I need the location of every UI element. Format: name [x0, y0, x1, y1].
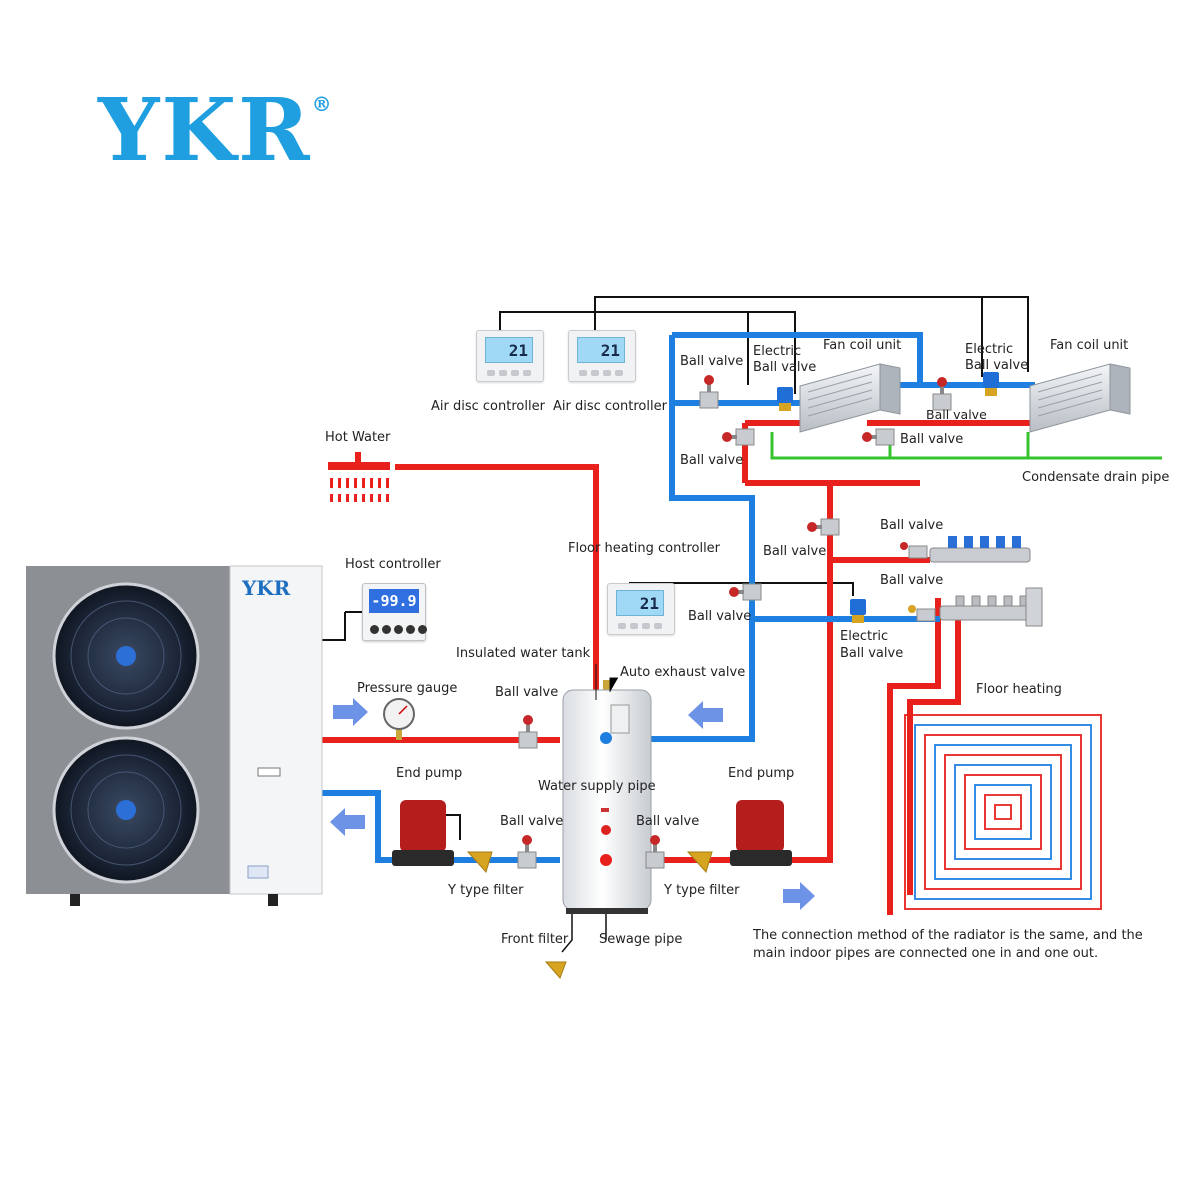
heat-pump-unit — [26, 565, 323, 906]
label-ball-valve: Ball valve — [680, 354, 744, 369]
thermostat-display: 21 — [577, 337, 625, 363]
electric-ball-valves — [777, 372, 999, 623]
floor-heating-manifolds — [929, 536, 1043, 627]
label-condensate-drain-pipe: Condensate drain pipe — [1022, 470, 1170, 485]
label-insulated-water-tank: Insulated water tank — [456, 646, 591, 661]
label-hot-water: Hot Water — [325, 430, 391, 445]
label-ball-valve: Ball valve — [495, 685, 559, 700]
label-fan-coil-unit: Fan coil unit — [1050, 338, 1129, 353]
label-ball-valve: Ball valve — [880, 518, 944, 533]
label-electric-ball-valve: Electric Ball valve — [840, 629, 904, 661]
label-front-filter: Front filter — [501, 932, 569, 947]
floor-heating-coil — [904, 714, 1102, 910]
label-y-type-filter: Y type filter — [664, 883, 740, 898]
air-disc-controller-2: 21 — [568, 330, 636, 382]
label-end-pump: End pump — [396, 766, 463, 781]
label-ball-valve: Ball valve — [900, 432, 964, 447]
label-host-controller: Host controller — [345, 557, 441, 572]
label-ball-valve: Ball valve — [636, 814, 700, 829]
unit-brand: YKR — [242, 576, 291, 600]
label-ball-valve: Ball valve — [688, 609, 752, 624]
thermostat-display: 21 — [485, 337, 533, 363]
label-air-disc-controller-1: Air disc controller — [431, 399, 545, 414]
floor-heating-controller: 21 — [607, 583, 675, 635]
host-controller-buttons — [370, 625, 427, 634]
label-end-pump: End pump — [728, 766, 795, 781]
air-disc-controller-1: 21 — [476, 330, 544, 382]
label-floor-heating: Floor heating — [976, 682, 1062, 697]
hot-water-outlet — [328, 452, 390, 502]
ball-valves — [517, 375, 952, 869]
label-pressure-gauge: Pressure gauge — [357, 681, 458, 696]
end-pumps — [392, 800, 792, 866]
connection-note: The connection method of the radiator is… — [753, 928, 1143, 961]
flow-arrows — [330, 698, 815, 910]
label-y-type-filter: Y type filter — [448, 883, 524, 898]
label-ball-valve: Ball valve — [500, 814, 564, 829]
y-type-filters — [466, 851, 713, 873]
pressure-gauge — [383, 698, 415, 740]
label-air-disc-controller-2: Air disc controller — [553, 399, 667, 414]
label-ball-valve: Ball valve — [880, 573, 944, 588]
host-controller: -99.9 — [362, 583, 427, 641]
brand-logo: YKR® — [98, 80, 332, 181]
floor-heating-coil-return — [914, 724, 1092, 900]
label-fan-coil-unit: Fan coil unit — [823, 338, 902, 353]
label-ball-valve: Ball valve — [680, 453, 744, 468]
label-leaders — [595, 664, 618, 700]
label-electric-ball-valve: Electric Ball valve — [965, 342, 1029, 374]
host-controller-display: -99.9 — [369, 589, 419, 613]
thermostat-display: 21 — [616, 590, 664, 616]
label-water-supply-pipe: Water supply pipe — [538, 779, 656, 794]
label-ball-valve: Ball valve — [763, 544, 827, 559]
condensate-drain-pipe — [770, 432, 1162, 460]
label-sewage-pipe: Sewage pipe — [599, 932, 683, 947]
label-floor-heating-controller: Floor heating controller — [568, 541, 721, 556]
label-ball-valve: Ball valve — [926, 407, 987, 422]
fan-coil-units — [799, 363, 1131, 433]
label-electric-ball-valve: Electric Ball valve — [753, 344, 817, 376]
label-auto-exhaust-valve: Auto exhaust valve — [620, 665, 746, 680]
insulated-water-tank — [544, 680, 652, 979]
